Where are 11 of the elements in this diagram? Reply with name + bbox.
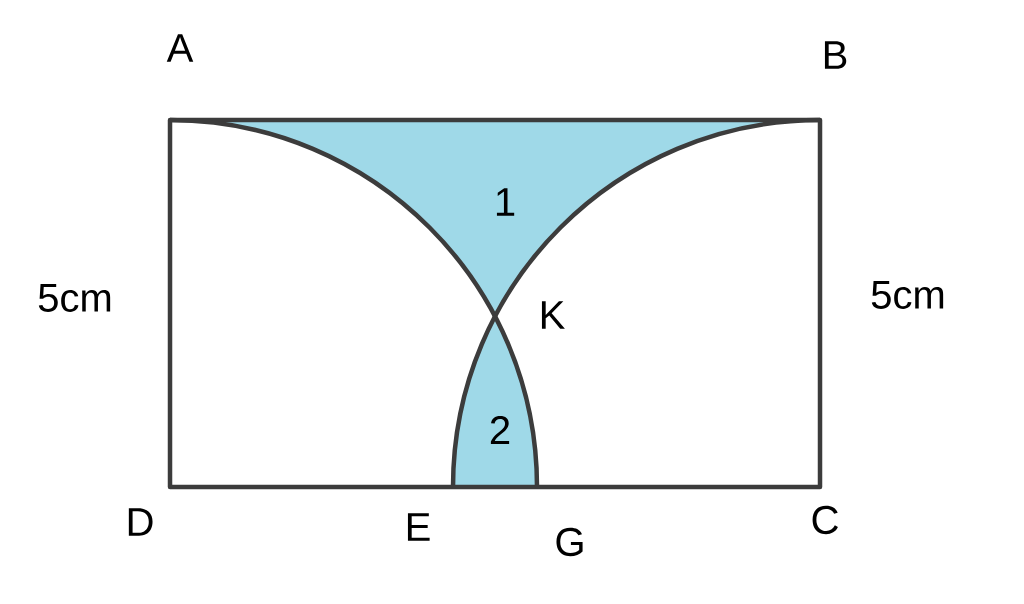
dimension-label: 5cm (38, 284, 111, 312)
point-label: C (812, 505, 838, 535)
point-label: G (556, 527, 583, 557)
region-number: 1 (496, 188, 515, 216)
dimension-label: 5cm (871, 281, 944, 309)
point-label: K (541, 301, 565, 329)
point-label: B (824, 41, 847, 69)
point-label: A (166, 34, 194, 62)
region-number: 2 (490, 416, 510, 444)
point-label: D (128, 508, 153, 536)
point-label: E (407, 513, 430, 541)
